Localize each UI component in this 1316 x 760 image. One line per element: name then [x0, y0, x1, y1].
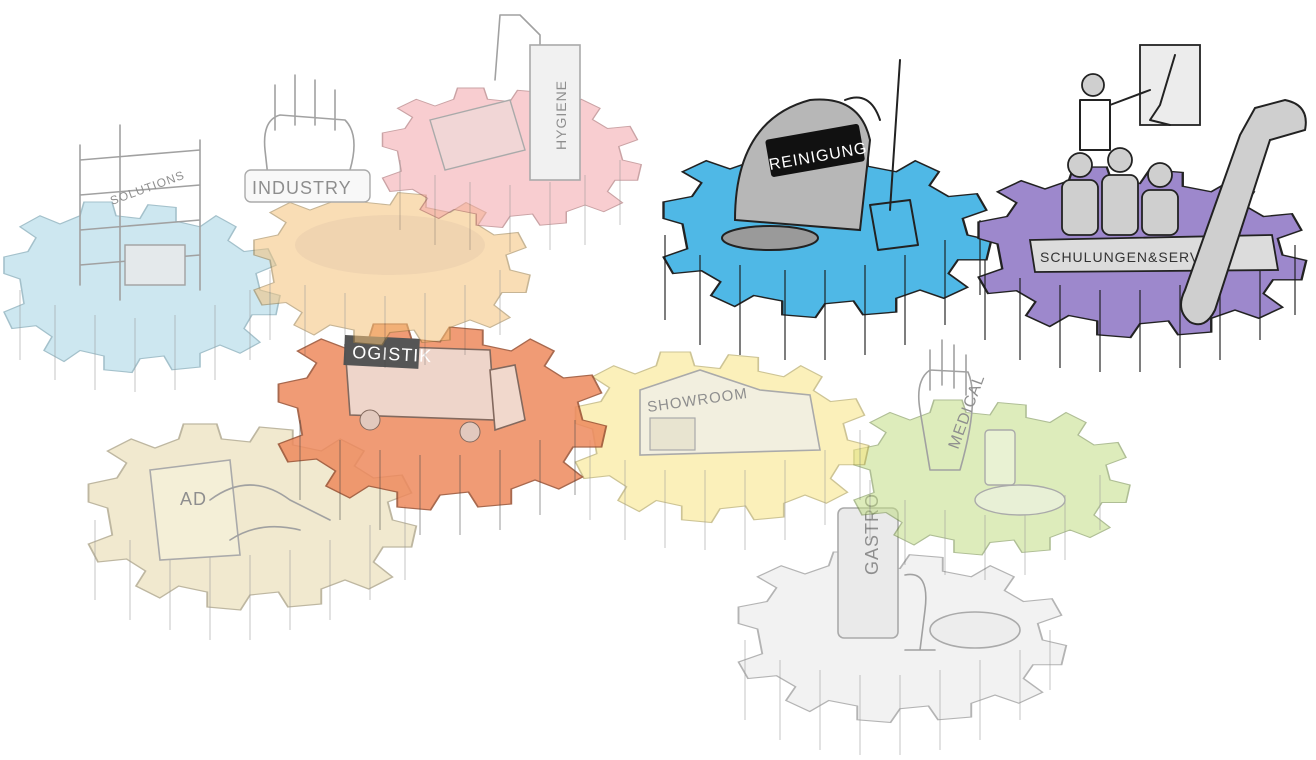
box-icon — [125, 245, 185, 285]
ad-label: AD — [180, 489, 207, 509]
hygiene-label: HYGIENE — [553, 80, 569, 150]
gear-showroom[interactable]: SHOWROOM — [576, 352, 869, 550]
goggles-icon — [295, 215, 485, 275]
presentation-board-icon — [1140, 45, 1200, 125]
shelf-display-icon — [650, 418, 695, 450]
industry-label: INDUSTRY — [252, 178, 352, 198]
canister-icon — [985, 430, 1015, 485]
gear-reinigung[interactable]: REINIGUNG — [664, 60, 992, 360]
gear-solutions[interactable]: SOLUTIONS — [4, 125, 280, 392]
audience-icon — [1062, 148, 1178, 235]
contract-icon — [150, 460, 240, 560]
gear-schulungen-service[interactable]: SCHULUNGEN&SERVICE — [979, 45, 1307, 372]
logistik-label: OGISTIK — [352, 342, 433, 366]
bandage-icon — [975, 485, 1065, 515]
bowl-icon — [930, 612, 1020, 648]
solutions-gear-body — [4, 202, 280, 373]
